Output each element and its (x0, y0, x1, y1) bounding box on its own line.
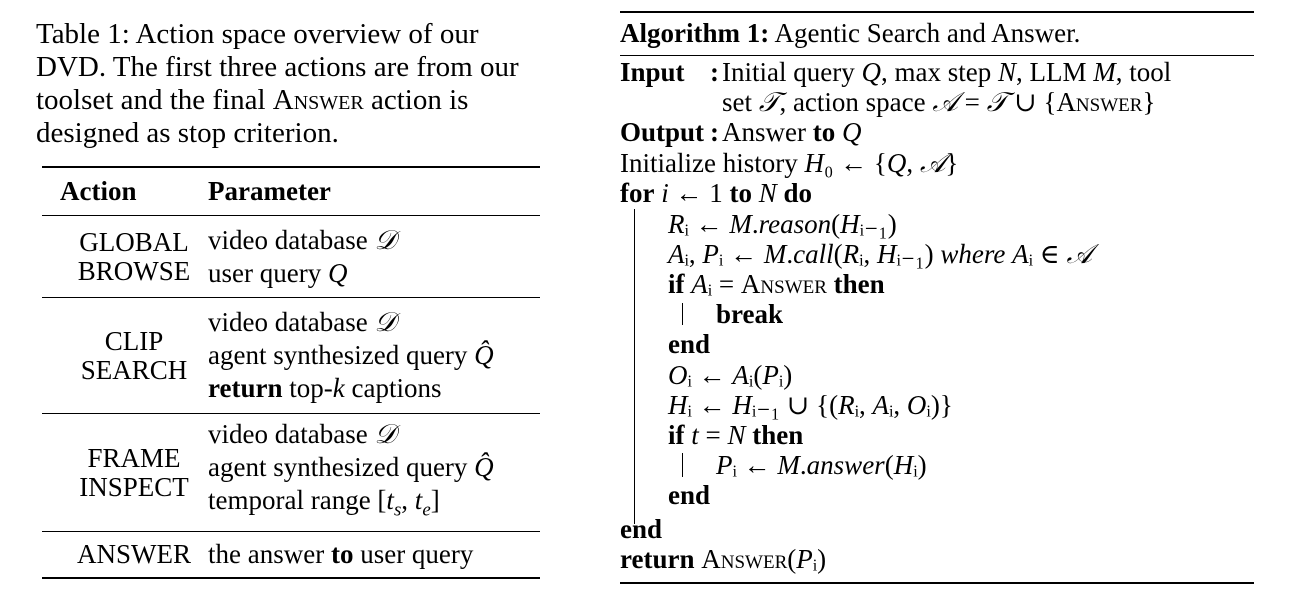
algo-line: Rᵢ ← M.reason(Hᵢ₋₁) (668, 209, 897, 239)
if-bar (682, 303, 683, 325)
table-row: ANSWER the answer to user query (42, 532, 540, 578)
parameter-cell: video database 𝒟 user query Q (208, 224, 396, 288)
algo-line: end (620, 514, 663, 544)
header-parameter: Parameter (208, 166, 540, 216)
algorithm-box: Algorithm 1: Agentic Search and Answer. … (620, 11, 1254, 585)
algo-line: Hᵢ ← Hᵢ₋₁ ∪ {(Rᵢ, Aᵢ, Oᵢ)} (668, 390, 953, 420)
algo-line: Oᵢ ← Aᵢ(Pᵢ) (668, 360, 793, 390)
input-text: set 𝒯, action space 𝒜 = 𝒯 ∪ {Answer} (722, 87, 1156, 118)
algorithm-title: Algorithm 1: Agentic Search and Answer. (620, 11, 1254, 56)
algo-line: end (668, 329, 711, 359)
algo-line: Initialize history H₀ ← {Q, 𝒜} (620, 148, 959, 179)
parameter-cell: video database 𝒟 agent synthesized query… (208, 419, 494, 521)
table-header-row: Action Parameter (42, 166, 540, 216)
parameter-cell: video database 𝒟 agent synthesized query… (208, 307, 494, 403)
algo-line: for i ← 1 to N do (620, 178, 813, 208)
header-action: Action (42, 166, 208, 216)
if-bar (682, 453, 683, 477)
action-cell: ANSWER (77, 538, 191, 569)
algo-line: Pᵢ ← M.answer(Hᵢ) (716, 450, 927, 480)
algo-line: break (716, 299, 784, 329)
algo-line: Aᵢ, Pᵢ ← M.call(Rᵢ, Hᵢ₋₁) where Aᵢ ∈ 𝒜 (668, 239, 1093, 270)
input-label: Input (620, 57, 685, 87)
algo-line: if t = N then (668, 420, 804, 450)
parameter-cell: the answer to user query (208, 538, 474, 569)
table-caption: Table 1: Action space overview of our DV… (36, 18, 519, 149)
output-label: Output (620, 117, 705, 147)
output-colon: : (710, 117, 719, 147)
algo-line: if Aᵢ = Answer then (668, 269, 885, 299)
input-colon: : (710, 57, 719, 87)
algo-line: end (668, 480, 711, 510)
algo-line: return Answer(Pᵢ) (620, 544, 827, 574)
input-text: Initial query Q, max step N, LLM M, tool (722, 57, 1172, 87)
output-text: Answer to Q (722, 117, 862, 147)
loop-bar (634, 209, 635, 524)
algorithm-bottom-rule (620, 582, 1254, 584)
